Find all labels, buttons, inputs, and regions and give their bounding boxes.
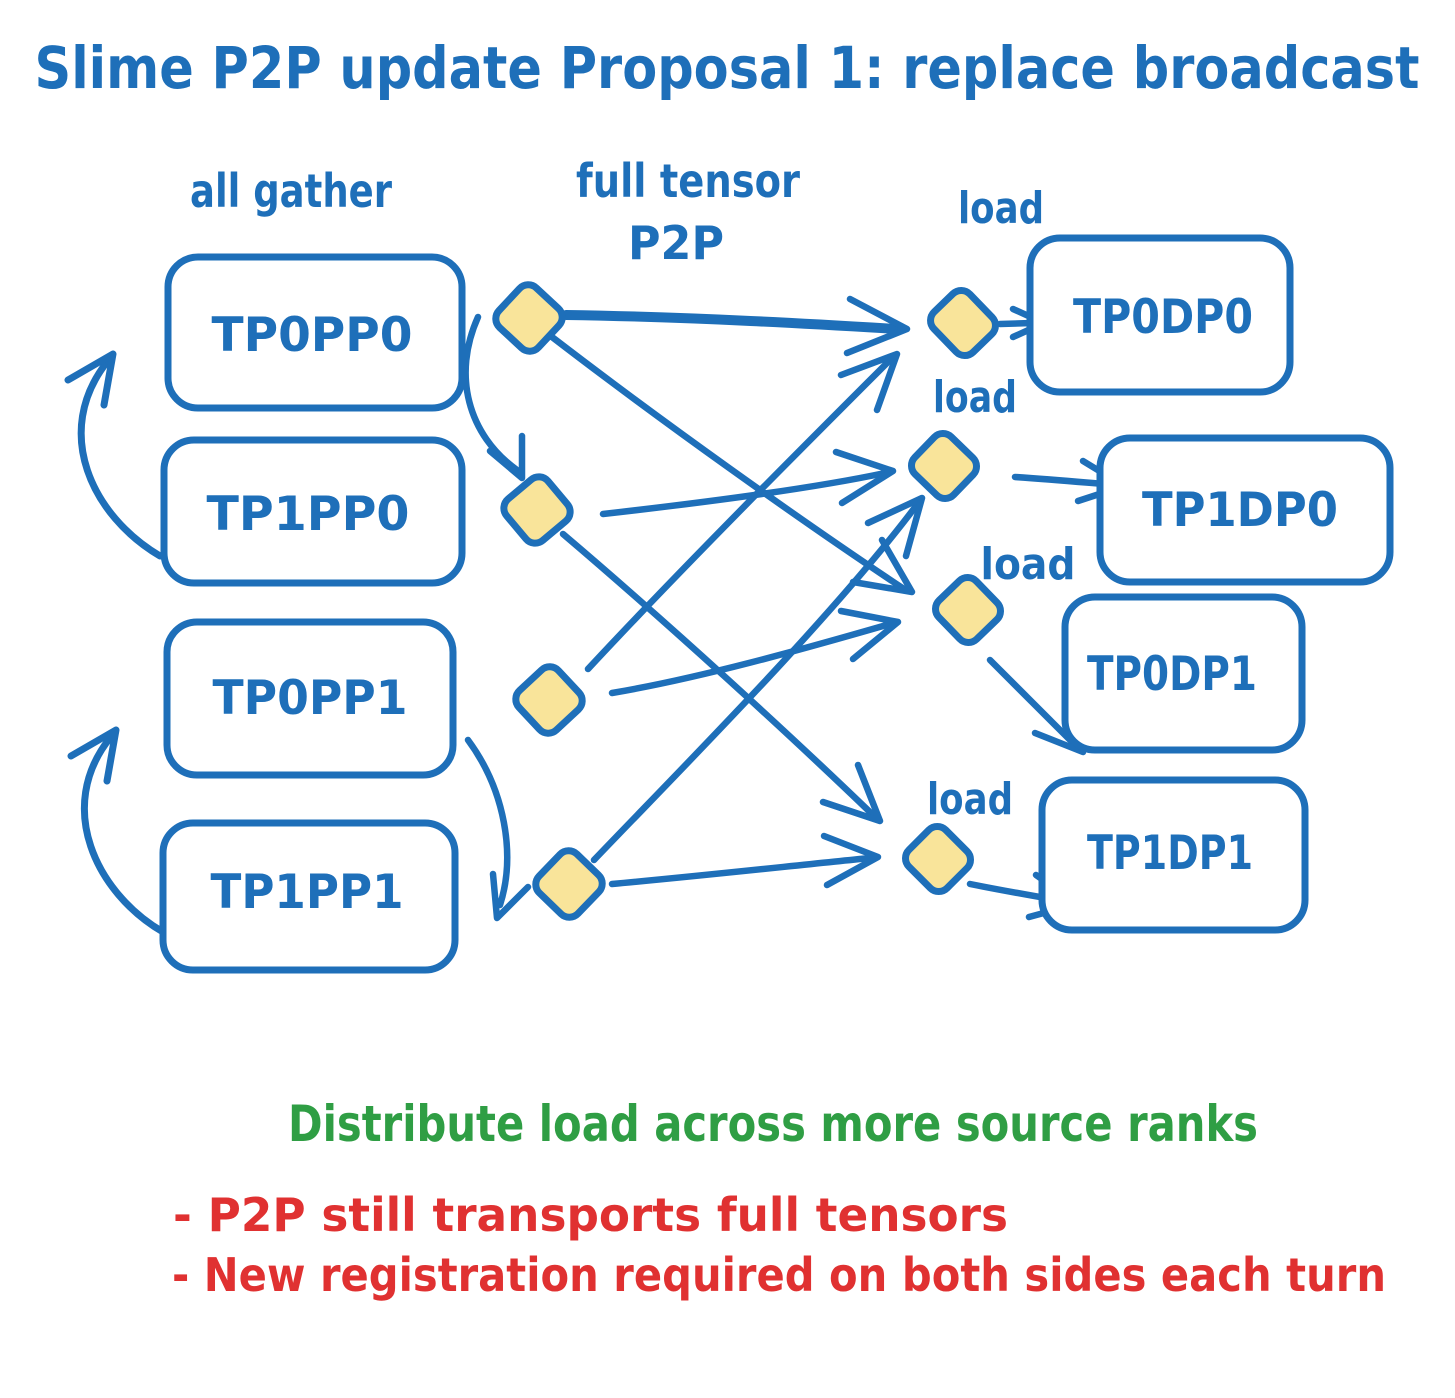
node-tp0pp1-label: TP0PP1 bbox=[213, 671, 408, 726]
buffer-diamond-src-tp1pp0 bbox=[500, 473, 574, 547]
buffer-diamond-dst-tp0dp0 bbox=[927, 286, 999, 360]
gather-curve-tp0pp0-to-tp1pp0 bbox=[462, 313, 526, 482]
buffer-diamond-src-tp1pp1 bbox=[532, 847, 606, 921]
drawback-note-2: - New registration required on both side… bbox=[172, 1248, 1386, 1302]
node-tp1dp0-label: TP1DP0 bbox=[1142, 483, 1338, 538]
drawback-note-1: - P2P still transports full tensors bbox=[173, 1188, 1008, 1242]
full-tensor-label: full tensor bbox=[576, 154, 800, 208]
arrow-tp0pp1-to-tp0dp0 bbox=[584, 350, 901, 673]
node-tp0dp0-label: TP0DP0 bbox=[1073, 290, 1253, 345]
benefit-note: Distribute load across more source ranks bbox=[288, 1095, 1258, 1153]
node-tp1dp1: TP1DP1 bbox=[1038, 776, 1309, 934]
node-tp1dp1-label: TP1DP1 bbox=[1087, 826, 1253, 881]
gather-curve-tp0pp1-to-tp1pp1 bbox=[464, 736, 532, 922]
load-label-tp1dp0: load bbox=[933, 372, 1017, 423]
node-tp0pp0-label: TP0PP0 bbox=[212, 308, 413, 363]
arrow-tp1pp1-to-tp1dp0 bbox=[590, 494, 926, 864]
node-tp1pp1-label: TP1PP1 bbox=[211, 865, 404, 920]
all-gather-arrow-pp0 bbox=[64, 350, 164, 560]
buffer-diamond-src-tp0pp0 bbox=[492, 281, 566, 355]
node-tp1dp0: TP1DP0 bbox=[1096, 434, 1394, 586]
arrow-tp1pp1-to-tp1dp1 bbox=[608, 832, 882, 889]
arrow-tp1pp0-to-tp1dp1 bbox=[559, 530, 884, 825]
arrow-tp0pp0-to-tp0dp1 bbox=[548, 333, 916, 596]
node-tp0dp1: TP0DP1 bbox=[1061, 593, 1306, 754]
load-label-tp0dp0: load bbox=[958, 183, 1044, 234]
load-label-tp1dp1: load bbox=[927, 774, 1013, 825]
page-title: Slime P2P update Proposal 1: replace bro… bbox=[35, 34, 1420, 102]
node-tp0dp1-label: TP0DP1 bbox=[1087, 647, 1257, 702]
buffer-diamond-src-tp0pp1 bbox=[512, 663, 586, 737]
arrow-tp0pp0-to-tp0dp0 bbox=[561, 295, 911, 357]
node-tp0dp0: TP0DP0 bbox=[1026, 234, 1294, 396]
node-tp0pp0: TP0PP0 bbox=[164, 253, 466, 412]
node-tp1pp0-label: TP1PP0 bbox=[207, 487, 410, 542]
all-gather-arrow-pp1 bbox=[67, 726, 167, 936]
node-tp0pp1: TP0PP1 bbox=[163, 618, 457, 779]
all-gather-label: all gather bbox=[190, 164, 392, 218]
buffer-diamond-dst-tp1dp0 bbox=[907, 430, 981, 502]
node-tp1pp1: TP1PP1 bbox=[159, 819, 459, 974]
node-tp1pp0: TP1PP0 bbox=[160, 436, 466, 587]
buffer-diamond-dst-tp1dp1 bbox=[901, 822, 975, 896]
buffer-diamond-dst-tp0dp1 bbox=[932, 573, 1004, 647]
load-label-tp0dp1: load bbox=[981, 539, 1076, 590]
arrow-tp0pp1-to-tp0dp1 bbox=[608, 607, 902, 697]
p2p-label: P2P bbox=[628, 216, 724, 270]
